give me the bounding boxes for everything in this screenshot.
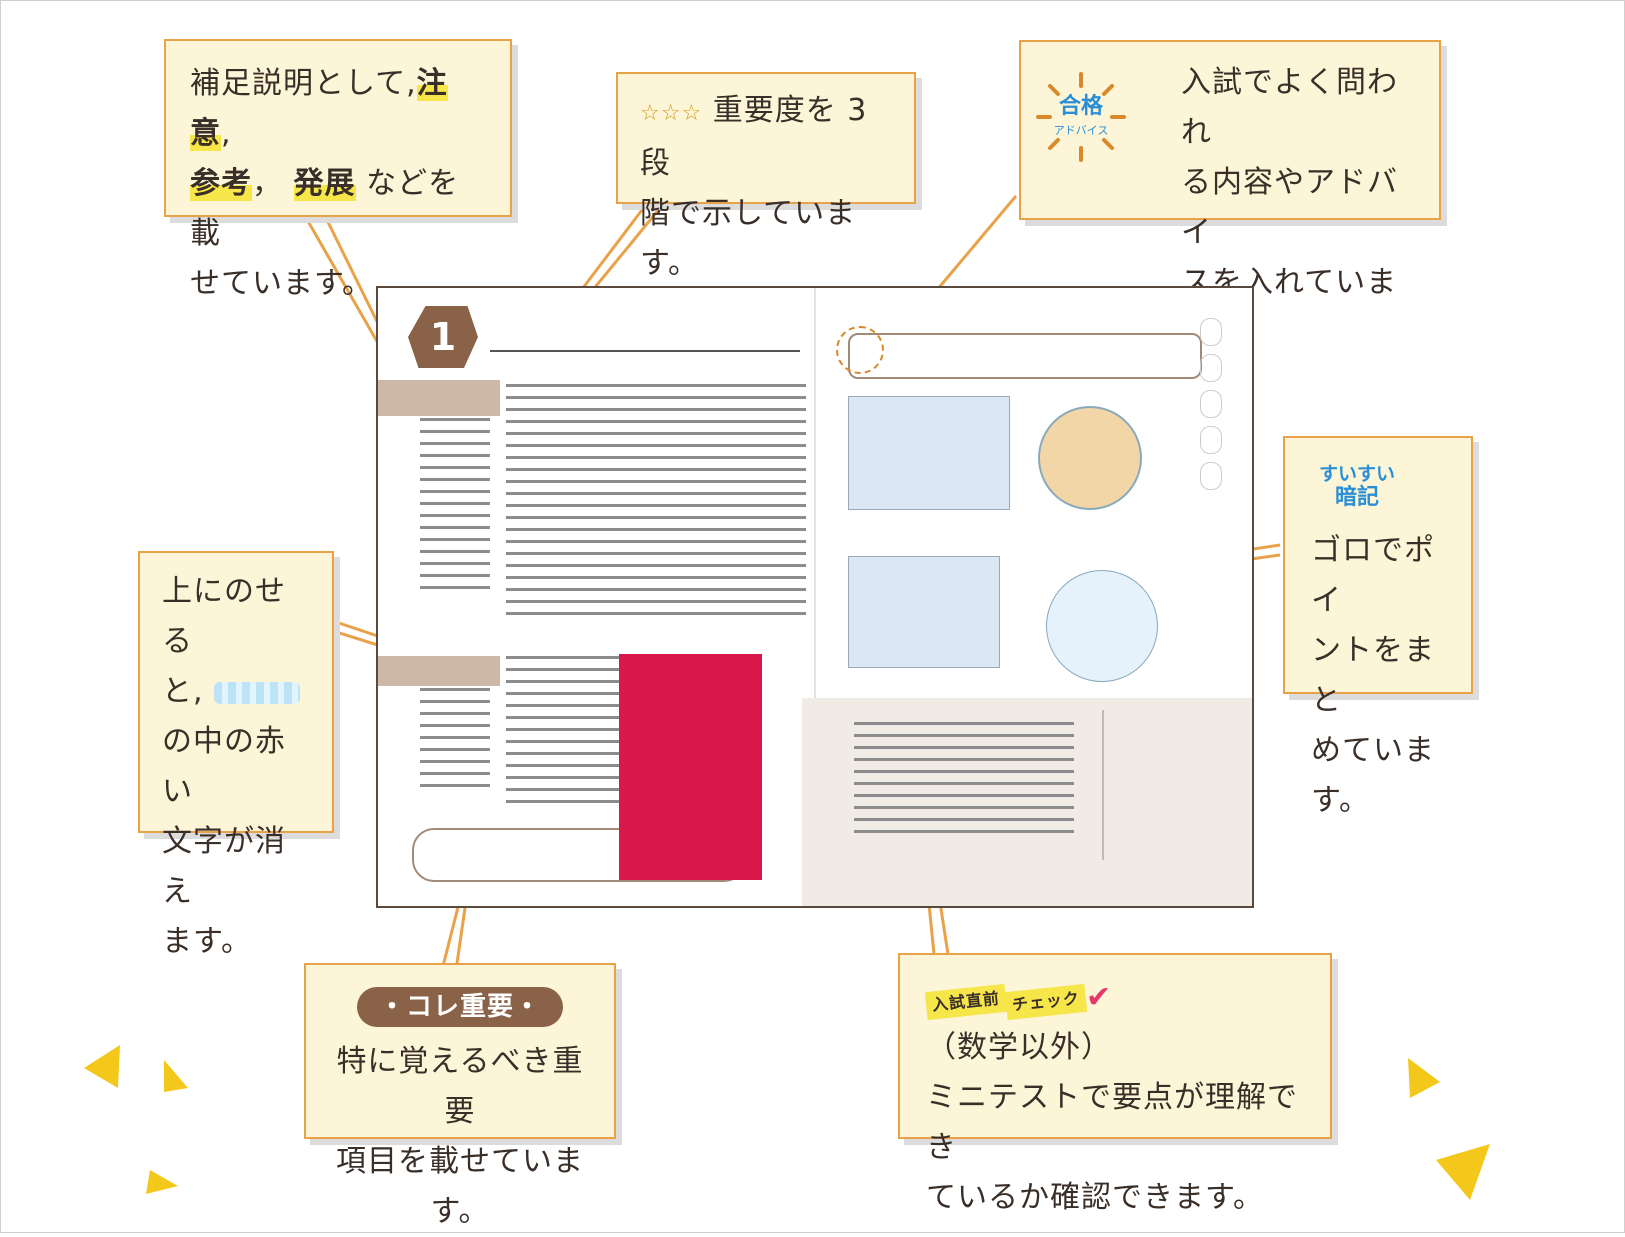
redsheet-text-5: ます。 bbox=[162, 924, 252, 959]
key-point-text-2: 項目を載せています。 bbox=[336, 1144, 584, 1229]
triangle-2 bbox=[164, 1060, 188, 1092]
advice-badge-small-icon bbox=[836, 326, 884, 374]
side-notes-1 bbox=[420, 418, 490, 598]
advice-badge-bottom: アドバイス bbox=[1053, 124, 1109, 137]
advice-text-2: る内容やアドバイ bbox=[1181, 165, 1398, 250]
callout-precheck: 入試直前チェック✔（数学以外） ミニテストで要点が理解でき ているか確認できます… bbox=[898, 953, 1332, 1215]
callout-red-sheet: 上にのせる と, の中の赤い 文字が消え ます。 bbox=[138, 551, 334, 959]
mnemonic-text-1: ゴロでポイ bbox=[1311, 533, 1435, 618]
triangle-5 bbox=[1436, 1144, 1490, 1200]
index-tabs bbox=[1200, 318, 1222, 490]
mnemonic-text-3: めています。 bbox=[1311, 733, 1435, 818]
precheck-text-1: ミニテストで要点が理解でき bbox=[926, 1080, 1298, 1165]
callout-supplement: 補足説明として,注意, 参考， 発展 などを載 せています。 bbox=[164, 39, 512, 301]
world-map bbox=[848, 396, 1010, 510]
mnemonic-text-2: ントをまと bbox=[1311, 633, 1435, 718]
triangle-4 bbox=[1408, 1058, 1440, 1098]
triangle-1 bbox=[84, 1045, 120, 1088]
supplement-text-3: せています。 bbox=[190, 266, 373, 301]
section-tab-1 bbox=[378, 380, 500, 416]
supplement-keyword-reference: 参考 bbox=[190, 166, 252, 201]
importance-text-2: 階で示しています。 bbox=[640, 196, 857, 281]
mnemonic-badge-bottom: 暗記 bbox=[1335, 485, 1380, 510]
exam-advice-badge-icon: 合格 アドバイス bbox=[1036, 72, 1126, 162]
key-point-text-1: 特に覚えるべき重要 bbox=[336, 1044, 584, 1129]
side-notes-2 bbox=[420, 688, 490, 796]
supplement-sep-1: , bbox=[221, 116, 232, 151]
supplement-text-1: 補足説明として, bbox=[190, 66, 417, 101]
redsheet-text-2: と, bbox=[162, 674, 204, 709]
supplement-text-2: などを載 bbox=[190, 166, 460, 251]
mnemonic-badge-top: すいすい bbox=[1319, 463, 1396, 485]
precheck-section bbox=[802, 698, 1252, 906]
chapter-title-rule bbox=[490, 350, 800, 352]
mnemonic-badge-icon: すいすい 暗記 bbox=[1319, 462, 1395, 510]
precheck-paren: （数学以外） bbox=[926, 1030, 1112, 1065]
redsheet-text-3: の中の赤い bbox=[162, 724, 286, 809]
precheck-text-2: ているか確認できます。 bbox=[926, 1180, 1264, 1215]
globe-diagram bbox=[1038, 406, 1142, 510]
polar-map bbox=[1046, 570, 1158, 682]
redsheet-text-4: 文字が消え bbox=[162, 824, 286, 909]
book-spine bbox=[814, 288, 816, 906]
callout-importance: ☆☆☆ 重要度を 3 段 階で示しています。 bbox=[616, 72, 916, 281]
advice-box bbox=[848, 333, 1202, 379]
star-rating-icon: ☆☆☆ bbox=[640, 101, 703, 126]
advice-text-1: 入試でよく問われ bbox=[1181, 65, 1398, 150]
importance-text-1: 重要度を 3 段 bbox=[640, 93, 868, 181]
body-text-1 bbox=[506, 384, 806, 624]
section-tab-2 bbox=[378, 656, 500, 686]
book-spread: 1 bbox=[376, 286, 1254, 908]
redsheet-text-1: 上にのせる bbox=[162, 574, 286, 659]
red-sheet-overlay bbox=[619, 654, 762, 880]
key-point-badge: ・コレ重要・ bbox=[356, 987, 563, 1027]
advice-badge-top: 合格 bbox=[1058, 94, 1103, 119]
triangle-3 bbox=[146, 1170, 178, 1194]
redsheet-sample-icon bbox=[213, 681, 300, 704]
supplement-keyword-advanced: 発展 bbox=[293, 166, 356, 201]
supplement-sep-2: ， bbox=[252, 166, 283, 201]
checkmark-icon: ✔ bbox=[1086, 980, 1113, 1015]
callout-key-point: ・コレ重要・ 特に覚えるべき重要 項目を載せています。 bbox=[304, 963, 616, 1229]
ocean-map bbox=[848, 556, 1000, 668]
callout-mnemonic: ゴロでポイ ントをまと めています。 bbox=[1283, 436, 1473, 818]
